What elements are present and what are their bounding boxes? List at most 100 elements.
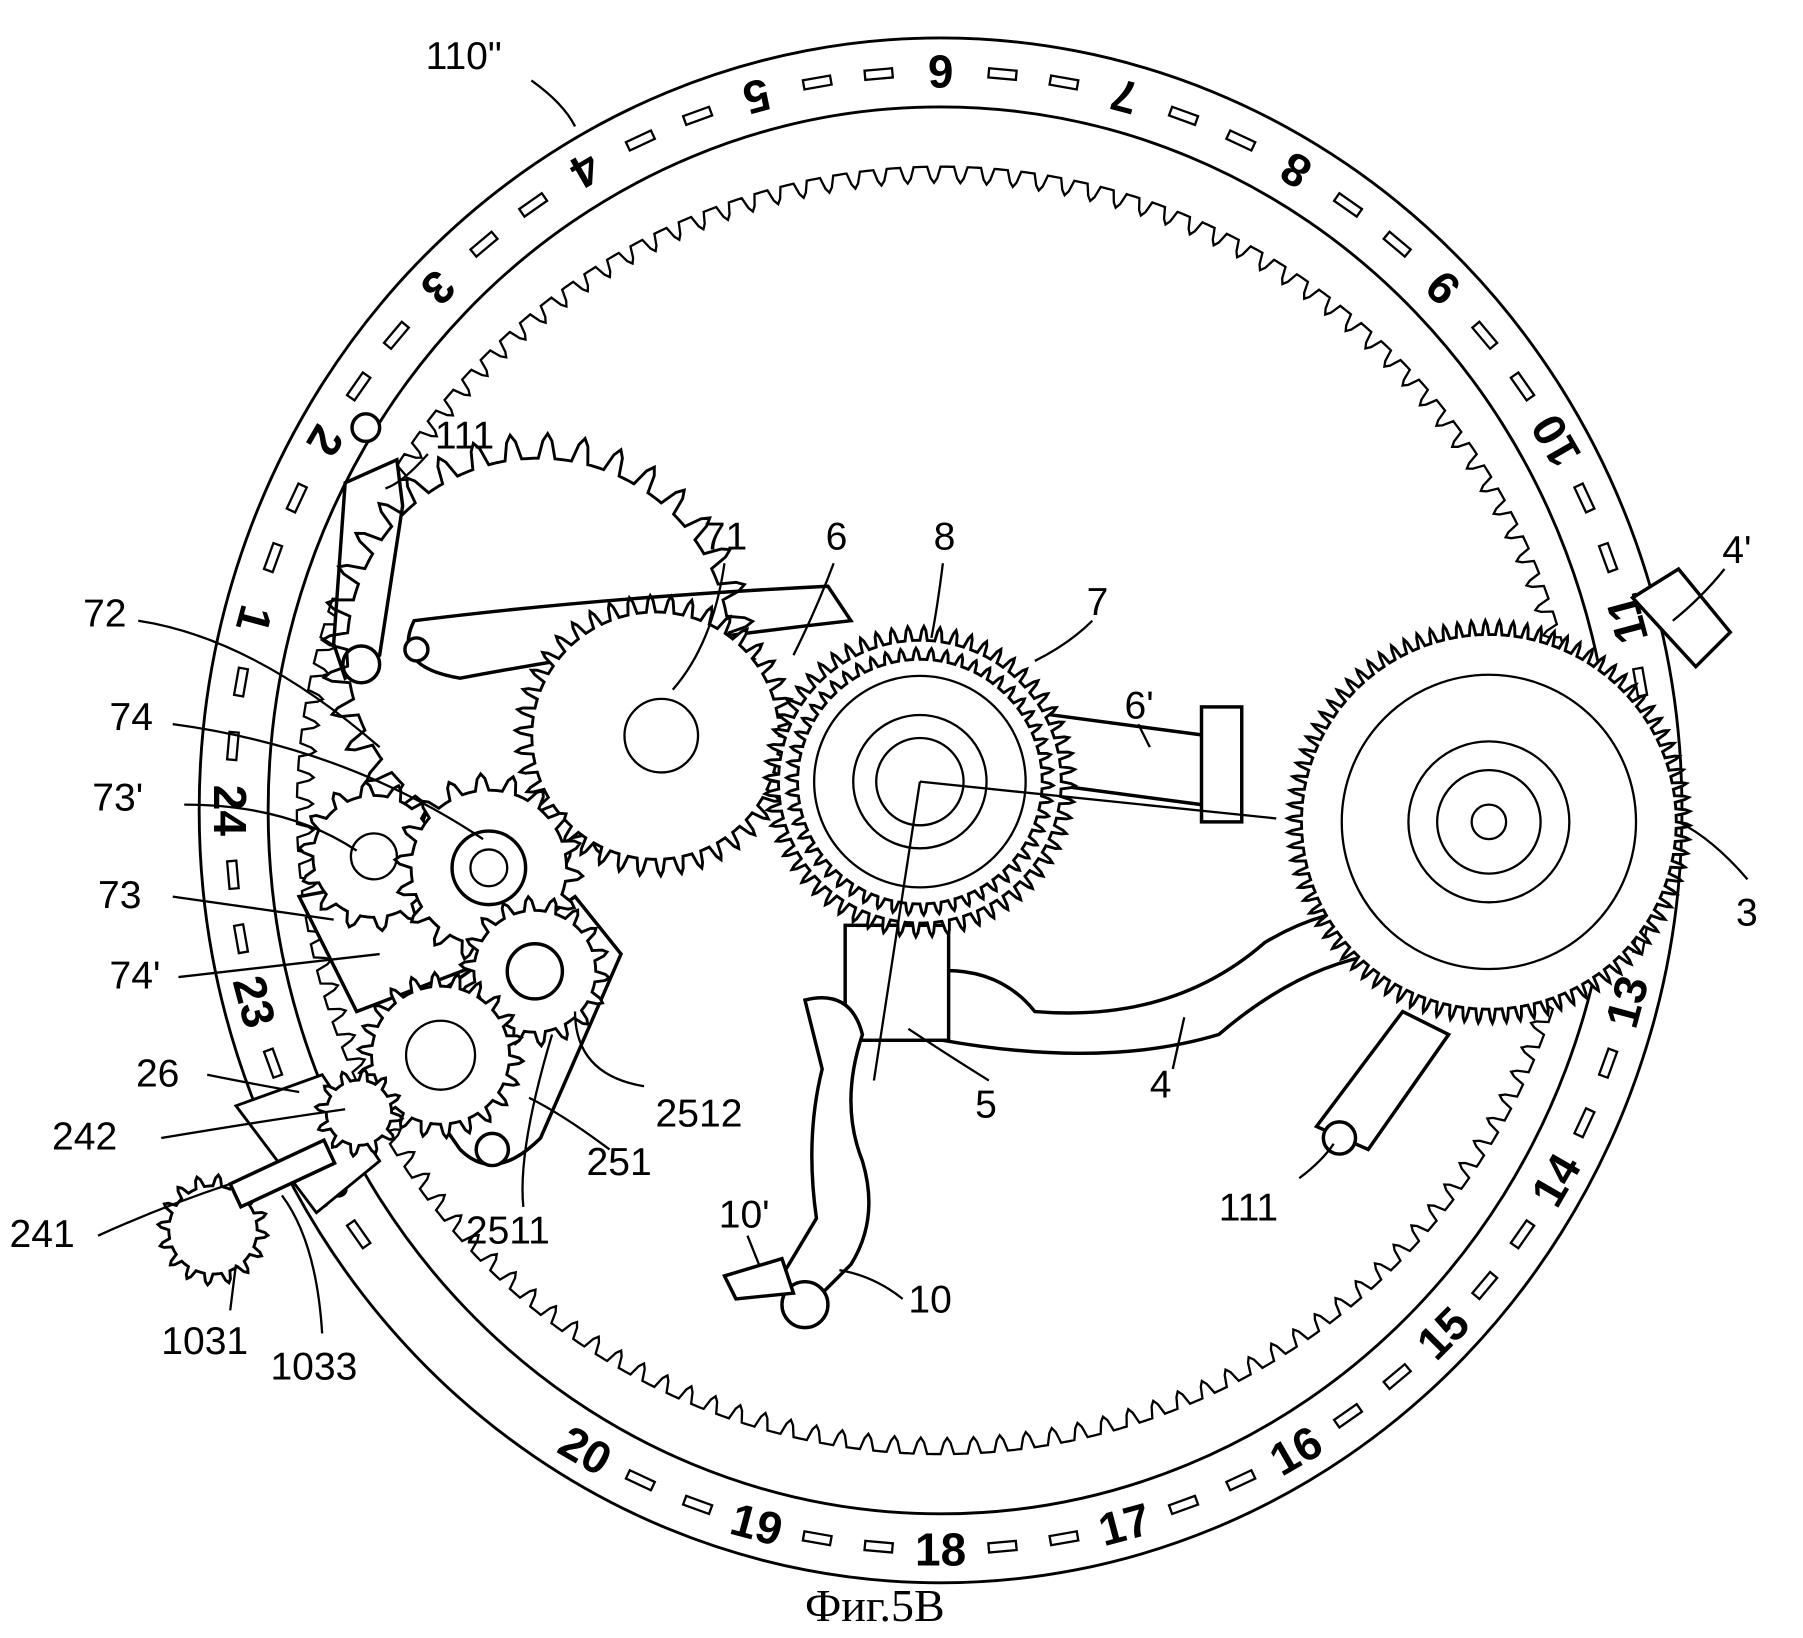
dial-tick-mark [1167,1494,1200,1516]
gear-3-bore [1470,803,1508,841]
dial-tick-mark [1048,1530,1080,1547]
dial-tick-mark [232,923,250,955]
dial-tick-mark [1048,74,1080,91]
dial-tick-mark [345,370,372,402]
dial-tick-mark [517,191,549,219]
label-4: 4 [1150,1064,1172,1107]
dial-tick-mark [1224,1468,1257,1492]
dial-tick-mark [1509,1218,1536,1250]
dial-number: 2 [296,417,354,465]
label-110pp: 110" [426,35,502,78]
dial-number: 7 [1105,68,1143,125]
pivot [1321,1120,1358,1156]
dial-tick-mark [1597,1047,1619,1080]
dial-number: 9 [1415,260,1470,315]
label-241: 241 [10,1213,75,1256]
label-1031: 1031 [161,1320,248,1363]
arbor-6p-head [1199,705,1244,824]
dial-tick-mark [1509,370,1536,402]
label-73p: 73' [92,776,143,819]
dial-tick-mark [1597,541,1619,574]
label-5: 5 [975,1083,997,1126]
dial-tick-mark [345,1218,372,1250]
gear-74-hub [450,829,528,907]
dial-tick-mark [1572,1106,1596,1139]
dial-tick-mark [1572,482,1596,514]
dial-number: 4 [561,141,610,199]
label-242: 242 [52,1115,117,1158]
figure-caption: Фиг.5B [805,1580,945,1631]
gear-71-hub [623,697,700,774]
label-74p: 74' [110,955,161,998]
label-2512: 2512 [656,1092,743,1135]
block-5 [843,923,951,1042]
gear-74-bore [469,848,509,888]
dial-tick-mark [863,67,895,82]
dial-tick-mark [681,1494,714,1516]
dial-tick-mark [1470,1270,1499,1301]
gear-3 [1284,617,1694,1027]
dial-number: 1 [226,600,283,638]
axis-line [872,780,1277,1081]
dial-number: 5 [738,68,776,125]
label-26: 26 [136,1052,179,1095]
label-3: 3 [1736,891,1758,934]
label-111-right: 111 [1219,1187,1278,1230]
label-6p: 6' [1124,684,1153,727]
dial-tick-mark [624,1468,657,1492]
stem-1033 [227,1137,337,1210]
dial-tick-mark [1167,105,1200,127]
lever-111-left [331,457,405,681]
label-73: 73 [98,874,141,917]
dial-tick-mark [382,320,411,351]
label-111-left: 111 [435,414,494,457]
dial-tick-mark [863,1539,895,1554]
dial-tick-mark [1631,666,1649,698]
gear-8-bore [875,736,965,827]
label-10: 10 [908,1279,951,1322]
gear-8-disc [812,674,1027,889]
dial-tick-mark [1224,128,1257,153]
dial-tick-mark [1332,1402,1364,1430]
internal-gear-ring [295,165,1586,1456]
dial-tick-mark [1382,230,1413,259]
dial-number: 10 [1520,406,1591,476]
dial-number: 23 [223,970,286,1033]
pivot [341,644,382,685]
label-72: 72 [83,592,126,635]
dial-tick-mark [1382,1362,1413,1391]
dial-tick-mark [801,1530,833,1547]
dial-number: 19 [725,1493,788,1556]
lever-10 [779,996,871,1308]
label-7: 7 [1087,581,1109,624]
dial-tick-mark [262,1047,284,1080]
dial-number: 3 [411,260,466,315]
dial-number: 14 [1520,1144,1591,1215]
dial-number: 8 [1272,141,1320,199]
dial-tick-mark [262,541,284,574]
label-74: 74 [110,696,153,739]
pivot [350,412,382,444]
label-71: 71 [704,515,747,558]
label-10p: 10' [719,1194,770,1237]
dial-tick-mark [1332,191,1364,219]
gear-8-hub [852,713,988,850]
label-8: 8 [934,515,956,558]
dial-tick-mark [468,230,500,259]
dial-number: 18 [915,1523,966,1575]
dial-tick-mark [285,482,309,514]
label-2511: 2511 [466,1210,550,1253]
lever-10p [722,1256,796,1301]
pivot [474,1131,511,1168]
label-4p: 4' [1722,529,1751,572]
dial-tick-mark [987,67,1018,82]
gear-2511-hub [404,1019,477,1091]
dial-tick-mark [232,666,250,698]
dial-tick-mark [987,1539,1018,1554]
dial-number: 17 [1093,1493,1156,1556]
dial-tick-mark [225,730,240,762]
dial-number: 6 [928,45,954,97]
dial-tick-mark [1470,320,1499,351]
gear-3-hub [1407,740,1571,904]
dial-tick-mark [681,105,714,127]
